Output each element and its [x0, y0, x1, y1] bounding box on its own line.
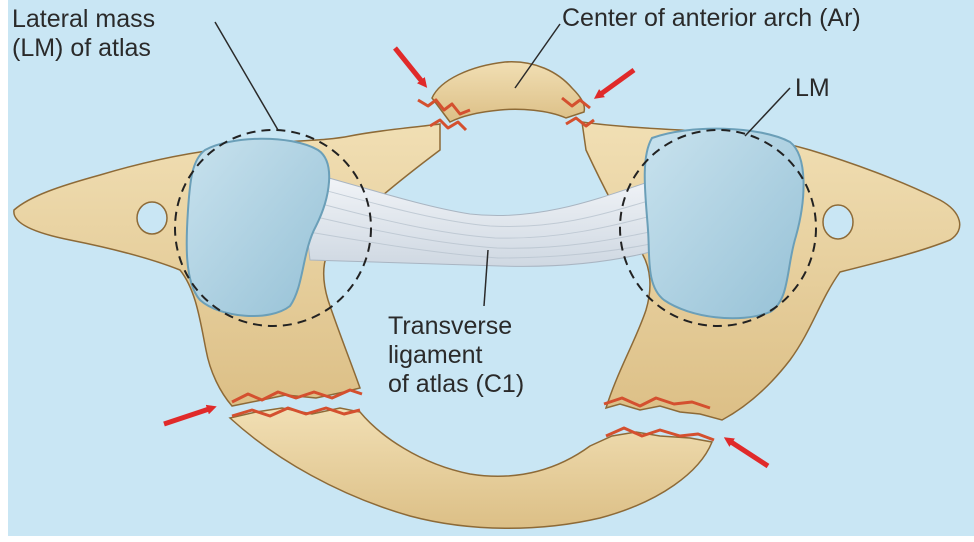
lateral-mass-label: Lateral mass (LM) of atlas — [12, 5, 155, 63]
lateral-mass-label-line2: (LM) of atlas — [12, 34, 155, 63]
transverse-ligament-label-line2: ligament — [388, 341, 524, 370]
transverse-ligament-label-line1: Transverse — [388, 312, 524, 341]
anterior-arch-label: Center of anterior arch (Ar) — [562, 4, 861, 33]
transverse-ligament-label-line3: of atlas (C1) — [388, 370, 524, 399]
transverse-ligament-label: Transverse ligament of atlas (C1) — [388, 312, 524, 399]
lm-right-label: LM — [795, 74, 830, 103]
transverse-foramen-right — [823, 205, 853, 239]
lateral-mass-right-facet — [645, 129, 804, 319]
lateral-mass-label-line1: Lateral mass — [12, 5, 155, 34]
transverse-foramen-left — [137, 202, 167, 234]
